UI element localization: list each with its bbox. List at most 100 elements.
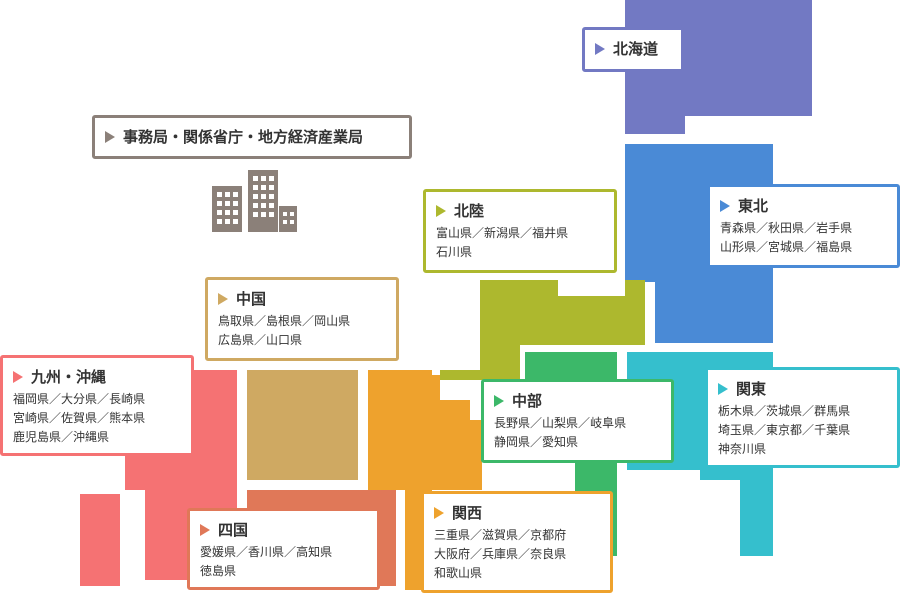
prefecture-name: 大分県	[61, 392, 98, 406]
region-name: 関西	[452, 504, 483, 522]
prefecture-name: 広島県	[218, 333, 255, 347]
prefecture-name: 神奈川県	[718, 442, 767, 456]
prefecture-name: 沖縄県	[73, 430, 110, 444]
prefecture-separator: ／	[49, 392, 62, 406]
prefecture-list: 長野県／山梨県／岐阜県静岡県／愛知県	[494, 414, 661, 452]
region-box-kansai[interactable]: 関西 三重県／滋賀県／京都府大阪府／兵庫県／奈良県和歌山県	[421, 491, 613, 593]
prefecture-list: 福岡県／大分県／長崎県宮崎県／佐賀県／熊本県鹿児島県／沖縄県	[13, 390, 181, 447]
office-buildings-icon	[212, 170, 297, 232]
prefecture-list: 愛媛県／香川県／高知県徳島県	[200, 543, 367, 581]
region-name: 四国	[218, 521, 249, 539]
prefecture-separator: ／	[470, 528, 483, 542]
prefecture-list: 鳥取県／島根県／岡山県広島県／山口県	[218, 312, 386, 350]
prefecture-name: 千葉県	[814, 423, 851, 437]
prefecture-list: 栃木県／茨城県／群馬県埼玉県／東京都／千葉県神奈川県	[718, 402, 887, 459]
region-box-kyushu[interactable]: 九州・沖縄 福岡県／大分県／長崎県宮崎県／佐賀県／熊本県鹿児島県／沖縄県	[0, 355, 194, 456]
hq-title: 事務局・関係省庁・地方経済産業局	[123, 128, 364, 146]
region-name: 中部	[512, 392, 543, 410]
prefecture-name: 埼玉県	[718, 423, 755, 437]
prefecture-list: 三重県／滋賀県／京都府大阪府／兵庫県／奈良県和歌山県	[434, 526, 600, 583]
prefecture-name: 東京都	[766, 423, 803, 437]
region-box-kanto[interactable]: 関東 栃木県／茨城県／群馬県埼玉県／東京都／千葉県神奈川県	[705, 367, 900, 468]
prefecture-list: 青森県／秋田県／岩手県山形県／宮城県／福島県	[720, 219, 887, 257]
arrow-right-icon	[436, 205, 446, 217]
region-box-title: 四国	[200, 520, 367, 540]
arrow-right-icon	[13, 371, 23, 383]
region-name: 北陸	[454, 202, 485, 220]
prefecture-name: 鳥取県	[218, 314, 255, 328]
prefecture-name: 山形県	[720, 240, 757, 254]
prefecture-name: 秋田県	[768, 221, 805, 235]
prefecture-name: 三重県	[434, 528, 471, 542]
arrow-right-icon	[105, 131, 115, 143]
prefecture-name: 長崎県	[109, 392, 146, 406]
prefecture-separator: ／	[802, 423, 815, 437]
prefecture-name: 島根県	[266, 314, 303, 328]
hq-label-box[interactable]: 事務局・関係省庁・地方経済産業局	[92, 115, 412, 159]
prefecture-separator: ／	[61, 430, 74, 444]
region-box-title: 北陸	[436, 201, 604, 221]
region-box-title: 東北	[720, 196, 887, 216]
region-box-title: 中国	[218, 289, 386, 309]
arrow-right-icon	[200, 524, 210, 536]
prefecture-separator: ／	[97, 411, 110, 425]
region-box-hokkaido[interactable]: 北海道	[582, 27, 684, 72]
office-buildings-icon-shapes	[212, 170, 297, 232]
region-box-title: 関東	[718, 379, 887, 399]
prefecture-name: 香川県	[248, 545, 285, 559]
prefecture-name: 栃木県	[718, 404, 755, 418]
region-box-tohoku[interactable]: 東北 青森県／秋田県／岩手県山形県／宮城県／福島県	[707, 184, 900, 268]
prefecture-name: 新潟県	[484, 226, 521, 240]
region-box-chugoku[interactable]: 中国 鳥取県／島根県／岡山県広島県／山口県	[205, 277, 399, 361]
prefecture-separator: ／	[49, 411, 62, 425]
prefecture-separator: ／	[520, 226, 533, 240]
prefecture-name: 山口県	[266, 333, 303, 347]
region-box-shikoku[interactable]: 四国 愛媛県／香川県／高知県徳島県	[187, 508, 380, 590]
prefecture-name: 茨城県	[766, 404, 803, 418]
arrow-right-icon	[434, 507, 444, 519]
arrow-right-icon	[218, 293, 228, 305]
prefecture-separator: ／	[472, 226, 485, 240]
region-name: 北海道	[613, 40, 659, 58]
region-box-title: 北海道	[595, 39, 671, 59]
prefecture-separator: ／	[754, 404, 767, 418]
prefecture-separator: ／	[530, 435, 543, 449]
region-shape-kansai[interactable]	[368, 370, 482, 590]
prefecture-separator: ／	[236, 545, 249, 559]
prefecture-name: 長野県	[494, 416, 531, 430]
prefecture-separator: ／	[470, 547, 483, 561]
prefecture-separator: ／	[254, 333, 267, 347]
region-shape-hokuriku[interactable]	[440, 280, 645, 380]
region-shape-chugoku[interactable]	[247, 370, 358, 480]
region-box-chubu[interactable]: 中部 長野県／山梨県／岐阜県静岡県／愛知県	[481, 379, 674, 463]
prefecture-name: 京都府	[530, 528, 567, 542]
prefecture-name: 愛媛県	[200, 545, 237, 559]
prefecture-name: 福岡県	[13, 392, 50, 406]
prefecture-name: 鹿児島県	[13, 430, 62, 444]
arrow-right-icon	[494, 395, 504, 407]
prefecture-separator: ／	[802, 404, 815, 418]
arrow-right-icon	[718, 383, 728, 395]
prefecture-name: 福井県	[532, 226, 569, 240]
region-name: 東北	[738, 197, 769, 215]
prefecture-name: 岡山県	[314, 314, 351, 328]
prefecture-name: 佐賀県	[61, 411, 98, 425]
arrow-right-icon	[595, 43, 605, 55]
prefecture-separator: ／	[804, 221, 817, 235]
prefecture-name: 高知県	[296, 545, 333, 559]
prefecture-list: 富山県／新潟県／福井県石川県	[436, 224, 604, 262]
prefecture-name: 熊本県	[109, 411, 146, 425]
region-box-title: 九州・沖縄	[13, 367, 181, 387]
prefecture-name: 宮城県	[768, 240, 805, 254]
prefecture-name: 岐阜県	[590, 416, 627, 430]
prefecture-name: 奈良県	[530, 547, 567, 561]
prefecture-name: 岩手県	[816, 221, 853, 235]
prefecture-name: 大阪府	[434, 547, 471, 561]
region-box-title: 中部	[494, 391, 661, 411]
prefecture-separator: ／	[756, 240, 769, 254]
region-shape-okinawa[interactable]	[80, 494, 120, 586]
prefecture-separator: ／	[302, 314, 315, 328]
prefecture-separator: ／	[756, 221, 769, 235]
prefecture-name: 山梨県	[542, 416, 579, 430]
region-box-hokuriku[interactable]: 北陸 富山県／新潟県／福井県石川県	[423, 189, 617, 273]
